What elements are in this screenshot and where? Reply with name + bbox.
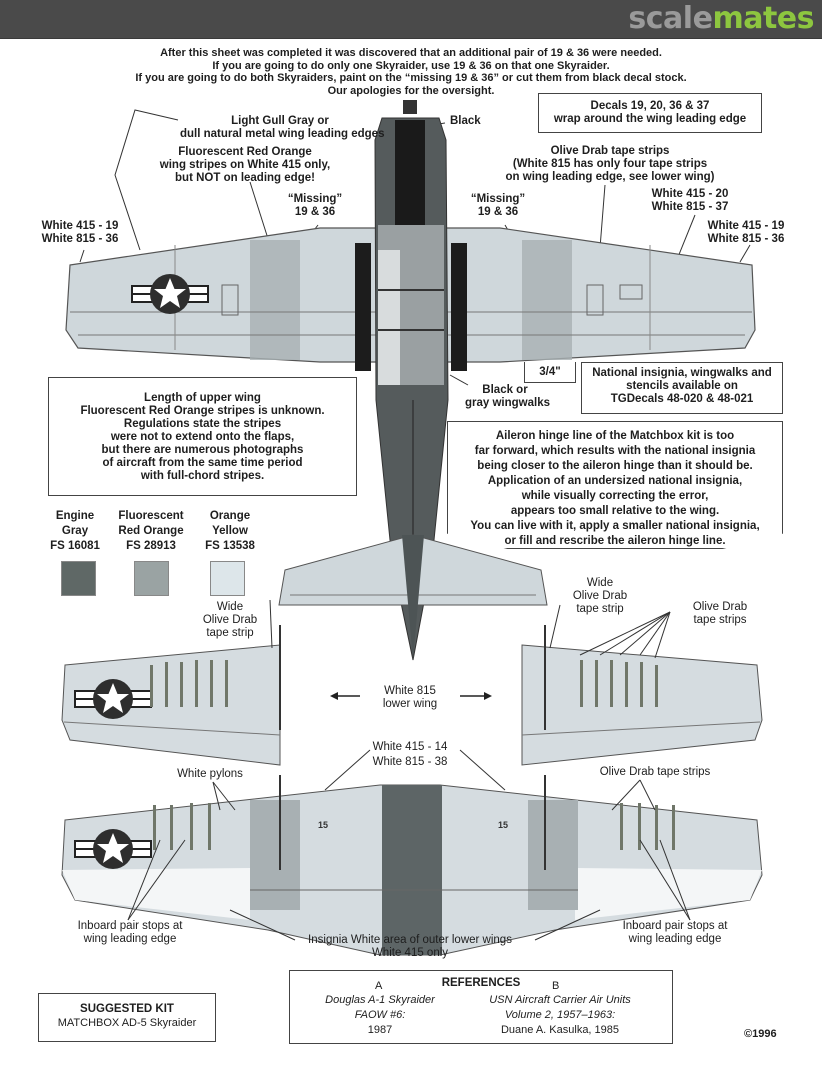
horizontal-stabilizer xyxy=(278,534,548,660)
suggested-kit-box: SUGGESTED KIT MATCHBOX AD-5 Skyraider xyxy=(38,993,216,1042)
aileron-hinge-box: Aileron hinge line of the Matchbox kit i… xyxy=(447,421,783,549)
fuselage xyxy=(374,100,449,661)
errata-notice: After this sheet was completed it was di… xyxy=(135,47,687,97)
swatch-orange-yellow xyxy=(210,561,245,596)
references-title: REFERENCES xyxy=(441,977,521,989)
callout-olive-tape-bottom: Olive Drab tape strips xyxy=(599,766,711,778)
site-header: scalemates xyxy=(0,0,822,39)
copyright: ©1996 xyxy=(744,1028,777,1040)
callout-olive-tape-upper: Olive Drab tape strips(White 815 has onl… xyxy=(505,145,715,183)
stencil-15-right: 15 xyxy=(498,820,508,830)
scalemates-logo[interactable]: scalemates xyxy=(628,1,814,36)
three-quarter-box: 3/4" xyxy=(524,362,576,383)
suggested-kit-name: MATCHBOX AD-5 Skyraider xyxy=(57,1017,197,1029)
swatch-fluor-red-orange xyxy=(134,561,169,596)
suggested-kit-title: SUGGESTED KIT xyxy=(80,1003,174,1015)
callout-black: Black xyxy=(450,115,481,127)
callout-white-pylons: White pylons xyxy=(177,768,243,780)
lower-wing-left xyxy=(61,625,281,766)
stencil-15-left: 15 xyxy=(318,820,328,830)
callout-missing-right: “Missing”19 & 36 xyxy=(470,193,526,218)
swatch-engine-gray xyxy=(61,561,96,596)
full-lower-wing: 15 15 xyxy=(61,775,763,956)
callout-insignia-white: Insignia White area of outer lower wings… xyxy=(308,934,512,959)
direction-arrows xyxy=(330,692,492,700)
lower-wing-right xyxy=(521,625,763,766)
callout-missing-left: “Missing”19 & 36 xyxy=(287,193,343,218)
